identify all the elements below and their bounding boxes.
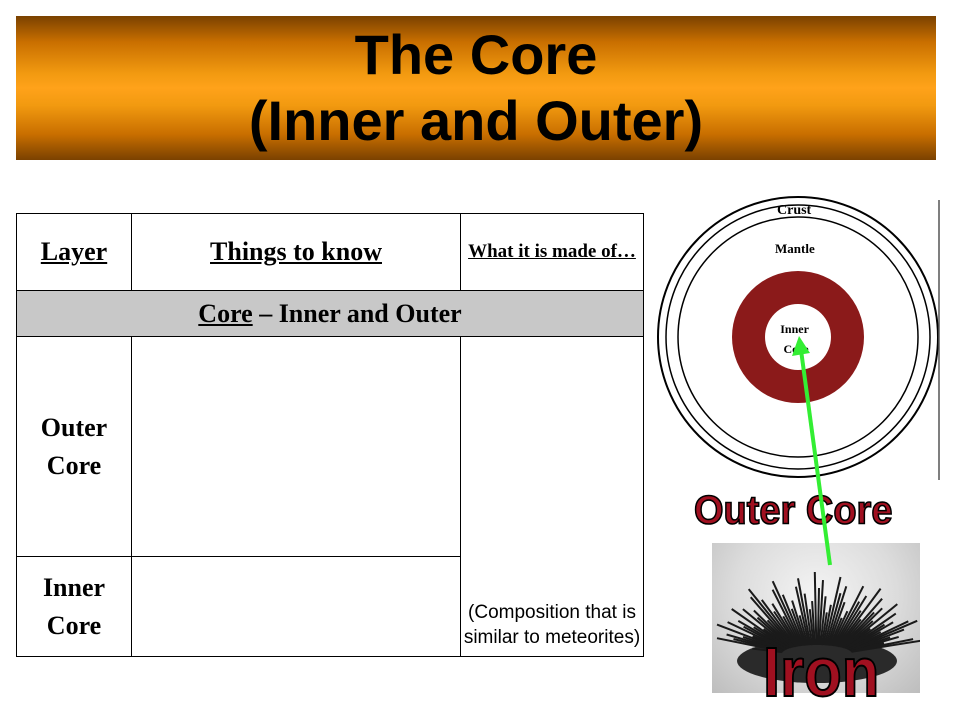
iron-spike	[825, 592, 842, 646]
iron-spike	[791, 600, 808, 646]
iron-spike	[782, 615, 801, 647]
iron-caption: Iron	[762, 632, 880, 712]
row-label-outer-core: Outer Core	[16, 336, 132, 557]
table-section-row: Core – Inner and Outer	[16, 290, 644, 337]
iron-spike	[822, 604, 832, 646]
title-banner: The Core (Inner and Outer)	[16, 16, 936, 160]
iron-spike	[851, 638, 914, 653]
iron-spike	[771, 603, 800, 647]
iron-spike	[818, 580, 824, 646]
iron-spike	[845, 623, 886, 650]
title-line-1: The Core	[354, 23, 598, 86]
iron-spike	[827, 601, 846, 646]
label-inner-core-1: Inner	[780, 322, 809, 336]
iron-spike	[781, 594, 805, 646]
iron-spike	[835, 610, 862, 647]
iron-spike	[756, 616, 792, 649]
iron-spike	[808, 609, 815, 646]
iron-spike	[752, 647, 783, 654]
iron-spike	[766, 619, 794, 648]
iron-spike	[826, 585, 848, 646]
earth-layers-diagram: Crust Mantle Inner Core	[657, 196, 940, 480]
iron-spike	[845, 612, 897, 650]
iron-spike	[803, 593, 813, 646]
iron-spike	[816, 587, 820, 646]
iron-spike	[849, 636, 891, 652]
iron-spike	[747, 588, 796, 648]
iron-spike	[731, 608, 789, 650]
inner-core-region	[765, 304, 831, 370]
iron-spike	[760, 599, 798, 648]
section-title: Core – Inner and Outer	[16, 290, 644, 337]
label-inner-core-2: Core	[783, 342, 809, 356]
iron-spike	[727, 621, 786, 651]
iron-spike	[794, 586, 811, 646]
section-title-rest: – Inner and Outer	[252, 298, 462, 328]
iron-spike	[834, 595, 868, 647]
iron-spike	[836, 588, 882, 648]
iron-filings-spikes	[716, 571, 922, 654]
iron-spike	[771, 580, 804, 647]
iron-spike	[716, 623, 785, 652]
cell-outer-core-things	[131, 336, 461, 557]
iron-spike	[798, 615, 809, 646]
header-made-of: What it is made of…	[460, 213, 644, 291]
iron-spike	[830, 610, 849, 647]
label-crust: Crust	[777, 203, 812, 218]
iron-spike	[841, 607, 883, 649]
iron-spike	[773, 610, 799, 647]
iron-spike	[743, 625, 787, 651]
cell-composition: (Composition that is similar to meteorit…	[460, 336, 644, 657]
iron-spike	[749, 596, 795, 648]
iron-spike	[840, 611, 875, 648]
iron-spike	[742, 608, 791, 649]
iron-spike	[848, 620, 909, 651]
iron-spike	[811, 601, 816, 646]
iron-filings-photo	[712, 543, 922, 693]
iron-spike	[753, 609, 793, 649]
iron-spike	[843, 603, 898, 649]
iron-spike	[839, 598, 883, 648]
iron-spike	[819, 596, 827, 646]
row-label-inner-core: Inner Core	[16, 556, 132, 657]
iron-spike	[842, 620, 874, 649]
table-header-row: Layer Things to know What it is made of…	[16, 213, 644, 291]
iron-spike	[733, 638, 784, 653]
header-things-to-know: Things to know	[131, 213, 461, 291]
iron-spike	[823, 576, 842, 646]
iron-spike	[813, 571, 818, 646]
table-row: Outer Core (Composition that is similar …	[16, 336, 644, 657]
iron-spike	[821, 612, 828, 646]
iron-spike	[832, 585, 865, 647]
outer-core-caption: Outer Core	[693, 488, 893, 534]
label-mantle: Mantle	[775, 241, 815, 256]
iron-spike	[833, 601, 861, 647]
section-title-core: Core	[198, 298, 253, 328]
header-layer: Layer	[16, 213, 132, 291]
iron-filings-icon	[716, 571, 922, 683]
iron-spike	[797, 578, 812, 646]
title-line-2: (Inner and Outer)	[248, 89, 704, 152]
iron-spike	[771, 589, 802, 647]
core-table: Layer Things to know What it is made of……	[16, 213, 644, 657]
cell-inner-core-things	[131, 556, 461, 657]
table-row: Inner Core	[16, 556, 644, 657]
iron-spike	[829, 617, 843, 646]
iron-spike	[838, 618, 862, 648]
iron-spike	[790, 608, 807, 646]
